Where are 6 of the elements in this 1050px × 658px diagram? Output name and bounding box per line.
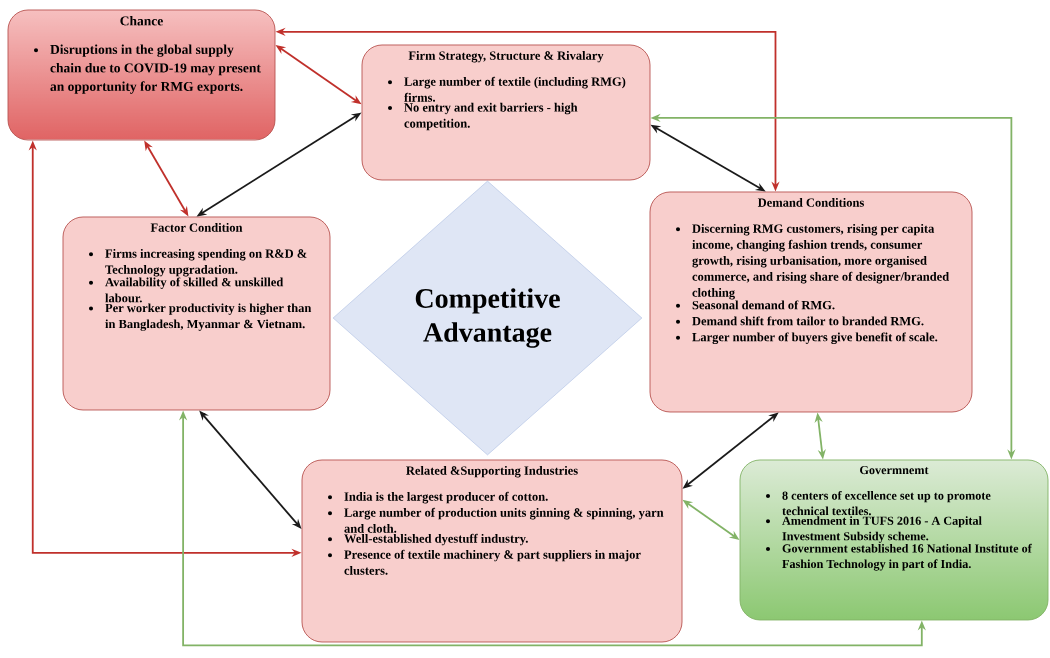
rounded-box: Factor Condition Firms increasing spending on R&D & Technology upgradation. Availability of skilled & unskilled labour. Per worker productivity is higher than in Bangladesh, Myanmar & Vietnam.	[62, 216, 331, 411]
rounded-box: Chance Disruptions in the global supply chain due to COVID-19 may present an opportunity for RMG exports.	[7, 9, 276, 141]
rounded-box: Firm Strategy, Structure & Rivalary Large number of textile (including RMG) firms. No entry and exit barriers - high competition.	[361, 44, 651, 181]
rounded-box: Demand Conditions Discerning RMG customers, rising per capita income, changing fashion trends, consumer growth, rising urbanisation, more organised commerce, and rising share of designer/branded clothing Seasonal demand of RMG. Demand shift from tailor to branded RMG. Larger number of buyers give benefit of scale.	[649, 191, 973, 413]
rounded-box: Govermnemt 8 centers of excellence set up to promote technical textiles. Amendment in TUFS 2016 - A Capital Investment Subsidy scheme. Government established 16 National Institute of Fashion Technology in part of India.	[739, 459, 1049, 621]
rounded-box: Related &Supporting Industries India is the largest producer of cotton. Large number of production units ginning & spinning, yarn and cloth. Well-established dyestuff industry. Presence of textile machinery & part suppliers in major clusters.	[301, 459, 683, 643]
